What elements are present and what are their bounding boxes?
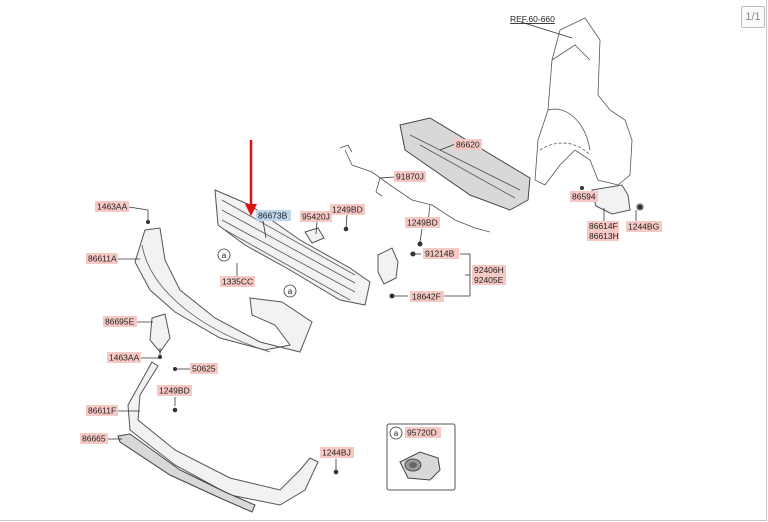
detail-box-95720D: a 95720D [386, 423, 456, 491]
svg-text:95720D: 95720D [407, 428, 437, 438]
svg-text:86611A: 86611A [88, 254, 117, 264]
part-label-92406H[interactable]: 92406H [472, 265, 506, 275]
callout-a-2[interactable]: a [283, 284, 297, 298]
svg-text:1335CC: 1335CC [222, 277, 253, 287]
detail-box-callout[interactable]: a [389, 426, 403, 440]
svg-text:86613H: 86613H [589, 231, 619, 241]
svg-text:86614F: 86614F [589, 221, 618, 231]
svg-text:92405E: 92405E [474, 275, 504, 285]
leader-lines [106, 21, 637, 470]
part-label-86611A[interactable]: 86611A [86, 253, 118, 264]
bracket-92406H [377, 247, 399, 285]
svg-text:91870J: 91870J [396, 172, 424, 182]
svg-text:1249BD: 1249BD [159, 386, 190, 396]
part-label-91870J[interactable]: 91870J [394, 171, 426, 182]
part-label-86611F[interactable]: 86611F [86, 405, 118, 416]
svg-text:92406H: 92406H [474, 265, 504, 275]
svg-text:86594: 86594 [572, 192, 596, 202]
svg-text:1249BD: 1249BD [332, 205, 363, 215]
part-label-18642F[interactable]: 18642F [410, 291, 444, 302]
reference-label[interactable]: REF.60-660 [510, 14, 555, 24]
svg-text:95420J: 95420J [302, 212, 330, 222]
part-label-1335CC[interactable]: 1335CC [220, 276, 255, 287]
part-label-95720D[interactable]: 95720D [405, 427, 441, 438]
part-label-86673B[interactable]: 86673B [256, 210, 291, 221]
part-label-86695E[interactable]: 86695E [103, 316, 137, 327]
strip-86665 [117, 433, 256, 513]
part-label-86614F[interactable]: 86614F [587, 221, 619, 231]
svg-text:86611F: 86611F [88, 406, 116, 416]
parking-sensor-image [399, 451, 441, 481]
part-label-1249BD-b[interactable]: 1249BD [405, 217, 440, 228]
fender-panel [534, 17, 633, 186]
svg-text:a: a [394, 429, 399, 438]
part-label-86620[interactable]: 86620 [454, 139, 482, 150]
part-label-50625[interactable]: 50625 [190, 363, 218, 374]
part-label-1463AA-top[interactable]: 1463AA [95, 201, 129, 212]
part-label-92405E[interactable]: 92405E [472, 275, 506, 285]
bracket-95420J [304, 227, 325, 244]
bracket-86695E [149, 313, 171, 353]
svg-text:1463AA: 1463AA [109, 353, 140, 363]
svg-text:1244BG: 1244BG [628, 222, 659, 232]
part-label-1249BD-a[interactable]: 1249BD [330, 204, 365, 215]
part-label-95420J[interactable]: 95420J [300, 211, 332, 222]
fasteners [146, 186, 643, 475]
red-arrow-indicator [245, 140, 257, 216]
svg-text:a: a [222, 251, 227, 260]
svg-text:1244BJ: 1244BJ [322, 448, 351, 458]
callout-a-1[interactable]: a [217, 248, 231, 262]
svg-text:1463AA: 1463AA [97, 202, 128, 212]
part-label-1249BD-c[interactable]: 1249BD [157, 385, 192, 396]
svg-text:50625: 50625 [192, 364, 216, 374]
part-label-86665[interactable]: 86665 [80, 433, 108, 444]
grille-86673B [214, 189, 371, 306]
svg-text:1249BD: 1249BD [407, 218, 438, 228]
svg-text:86673B: 86673B [258, 211, 288, 221]
front-bumper-cover-86611A [134, 227, 313, 353]
svg-text:86620: 86620 [456, 140, 480, 150]
svg-text:91214B: 91214B [425, 249, 455, 259]
part-label-1463AA-bottom[interactable]: 1463AA [107, 352, 141, 363]
part-label-1244BJ[interactable]: 1244BJ [320, 447, 354, 458]
part-label-1244BG[interactable]: 1244BG [626, 221, 662, 232]
page-indicator[interactable]: 1/1 [741, 6, 765, 28]
svg-text:86665: 86665 [82, 434, 106, 444]
back-beam-86620 [399, 117, 531, 211]
bracket-86594 [591, 184, 644, 215]
part-label-91214B[interactable]: 91214B [423, 248, 459, 259]
part-label-86594[interactable]: 86594 [570, 191, 598, 202]
svg-text:a: a [288, 287, 293, 296]
lower-cover-86611F [127, 361, 319, 506]
svg-text:86695E: 86695E [105, 317, 135, 327]
part-label-86613H[interactable]: 86613H [587, 231, 619, 241]
svg-text:18642F: 18642F [412, 292, 441, 302]
